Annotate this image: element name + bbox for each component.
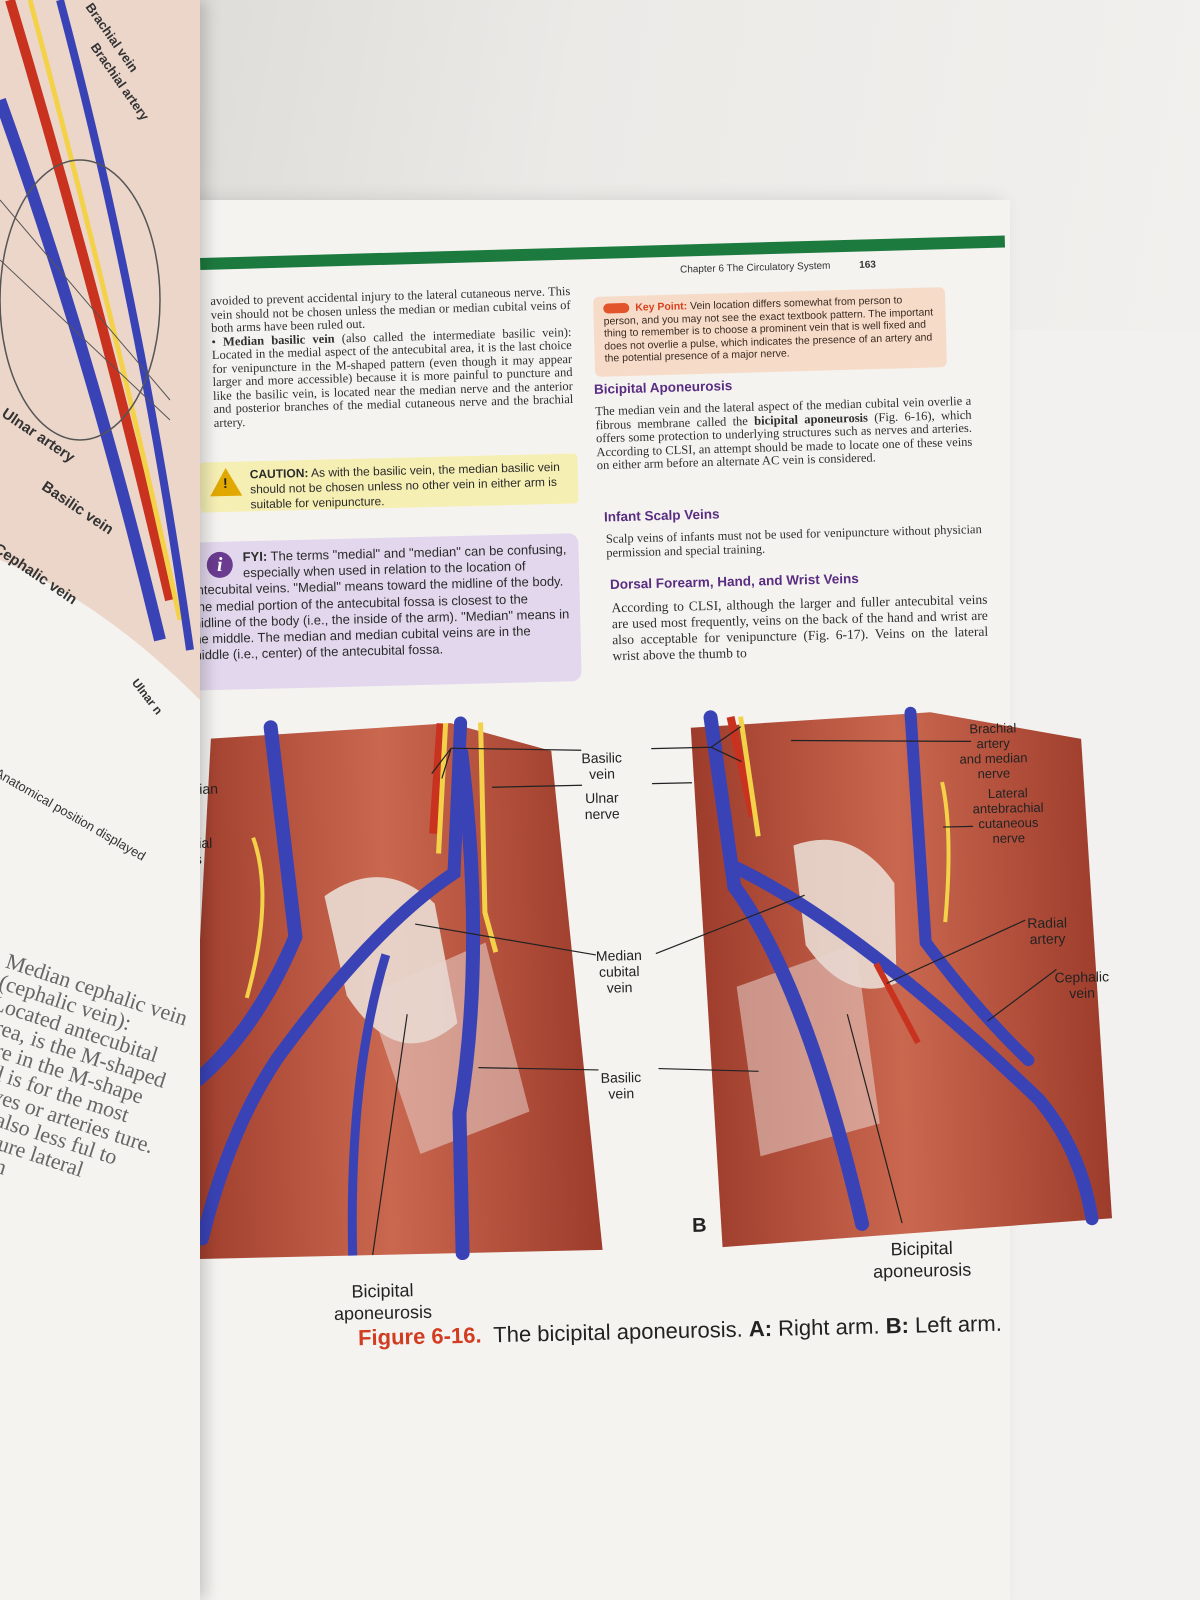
caution-box: ! CAUTION: As with the basilic vein, the… xyxy=(199,453,579,513)
label-brachial-artery: Brachial artery and median nerve xyxy=(959,720,1028,782)
bicipital-text: The median vein and the lateral aspect o… xyxy=(595,394,973,473)
label-basilic-vein-bottom: Basilic vein xyxy=(600,1068,642,1102)
figure-6-16: Basilic vein Ulnar nerve Median cubital … xyxy=(150,678,1134,1340)
info-icon: i xyxy=(206,551,234,579)
anatomy-illustration xyxy=(182,706,1113,1261)
caption-number: Figure 6-16. xyxy=(357,1322,482,1351)
caution-label: CAUTION: xyxy=(249,465,309,482)
left-page-illustration xyxy=(0,0,200,700)
label-ulnar-nerve: Ulnar nerve xyxy=(584,789,620,823)
lateral-antebrachial-nerve-b xyxy=(940,781,951,923)
label-radial-artery: Radial artery xyxy=(1027,914,1068,948)
caption-a-text: Right arm. xyxy=(771,1313,886,1341)
caption-text: The bicipital aponeurosis. xyxy=(487,1316,750,1348)
key-icon xyxy=(603,303,630,314)
key-point-label: Key Point: xyxy=(635,300,688,314)
heading-infant: Infant Scalp Veins xyxy=(603,506,720,525)
caption-a-label: A: xyxy=(748,1315,773,1342)
caption-b-label: B: xyxy=(885,1312,910,1339)
median-nerve-a xyxy=(436,723,449,854)
cephalic-vein-a xyxy=(191,720,303,1086)
panel-a xyxy=(182,716,603,1261)
caption-b-text: Left arm. xyxy=(908,1310,1003,1338)
label-cephalic-vein: Cephalic vein xyxy=(1054,968,1110,1002)
label-median-cubital-vein: Median cubital vein xyxy=(595,946,643,996)
label-lateral-antebrachial: Lateral antebrachial cutaneous nerve xyxy=(972,785,1044,846)
bullet-median-basilic: Median basilic vein (also called the int… xyxy=(211,324,574,430)
label-bicipital-b: Bicipital aponeurosis xyxy=(872,1237,972,1282)
fyi-label: FYI: xyxy=(242,548,268,565)
ulnar-nerve-a xyxy=(478,722,499,953)
brachial-artery-b xyxy=(726,715,757,818)
panel-b-label: B xyxy=(691,1214,707,1237)
panel-b xyxy=(690,706,1113,1248)
dorsal-text: According to CLSI, although the larger a… xyxy=(611,591,989,664)
key-point-box: Key Point: Vein location differs somewha… xyxy=(592,287,948,377)
cephalic-vein-b xyxy=(904,706,1035,1067)
fyi-box: i FYI: The terms "medial" and "median" c… xyxy=(176,533,582,691)
median-cubital-vein-b xyxy=(727,860,1099,1226)
brachial-artery-a xyxy=(429,723,445,834)
leader-lines xyxy=(372,726,1057,1256)
left-text-column: avoided to prevent accidental injury to … xyxy=(210,284,574,430)
label-bicipital-a: Bicipital aponeurosis xyxy=(333,1280,433,1324)
median-cubital-vein-a xyxy=(195,716,468,1246)
warning-icon: ! xyxy=(209,467,243,497)
radial-artery-b xyxy=(873,962,921,1045)
label-basilic-vein-top: Basilic vein xyxy=(581,749,623,783)
basilic-vein-b xyxy=(703,710,870,1231)
page-number: 163 xyxy=(859,259,877,271)
basilic-vein-a xyxy=(452,745,481,1261)
left-page: Brachial vein Brachial artery Ulnar arte… xyxy=(0,0,200,1600)
